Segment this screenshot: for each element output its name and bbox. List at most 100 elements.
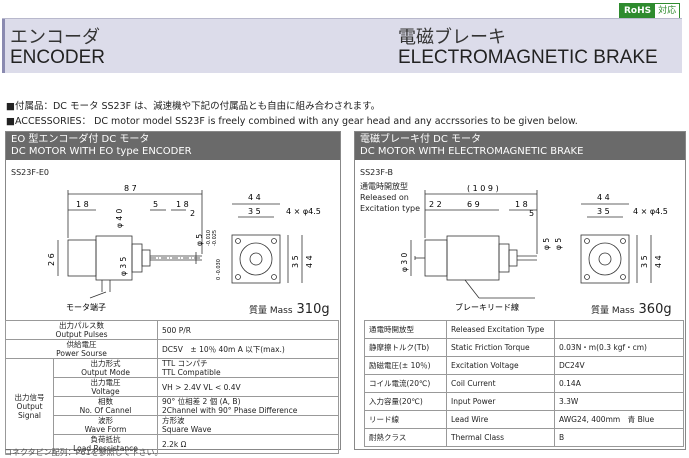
- release-type-en1: Released on: [360, 193, 409, 202]
- spec-label: 出力形式 Output Mode: [53, 358, 158, 378]
- dim-phi5: φ 5: [195, 234, 204, 246]
- dim-holes: 4 × φ4.5: [286, 207, 321, 216]
- spec-label-en: Thermal Class: [446, 428, 555, 447]
- brake-mass-value: 360g: [638, 302, 672, 317]
- spec-value: 0.14A: [554, 374, 684, 393]
- release-type-en2: Excitation type: [360, 204, 421, 213]
- rohs-badge: RoHS 対応: [619, 3, 681, 19]
- spec-value: B: [554, 428, 684, 447]
- dim-tol3: 0 -0.030: [216, 259, 222, 280]
- motor-flange-front: [231, 234, 281, 284]
- dim-109: ( 1 0 9 ): [467, 184, 499, 193]
- brake-mass-label: 質量 Mass: [591, 306, 635, 316]
- signal-group-label: 出力信号 Output Signal: [5, 358, 54, 454]
- accessories-note-en: ■ACCESSORIES： DC motor model SS23F is fr…: [6, 116, 578, 127]
- spec-label-jp: 出力パルス数: [59, 321, 104, 330]
- dim-phi35: φ 3 5: [119, 257, 128, 276]
- brake-panel-title: 電磁ブレーキ付 DC モータ DC MOTOR WITH ELECTROMAGN…: [355, 132, 685, 160]
- spec-label-jp: 相数: [98, 397, 113, 406]
- signal-group-en1: Output: [16, 401, 43, 411]
- spec-label-en: No. Of Cannel: [79, 406, 132, 415]
- dim-r44: 4 4: [654, 255, 663, 268]
- dim-35: 3 5: [597, 207, 610, 216]
- brake-body: [424, 239, 448, 277]
- motor-terminal-label: モータ端子: [66, 302, 106, 312]
- spec-label: 供給電圧 Power Sourse: [5, 339, 158, 359]
- table-row: 出力パルス数 Output Pulses 500 P/R: [5, 320, 339, 340]
- spec-label-jp: コイル電流(20℃): [364, 374, 447, 393]
- spec-value: VH > 2.4V VL < 0.4V: [157, 377, 339, 397]
- spec-label-en: Output Mode: [81, 368, 130, 377]
- encoder-body: [67, 239, 97, 277]
- brake-panel-title-jp: 電磁ブレーキ付 DC モータ: [360, 134, 482, 145]
- release-type-jp: 通電時開放型: [360, 182, 408, 191]
- section-header: エンコーダ ENCODER 電磁ブレーキ ELECTROMAGNETIC BRA…: [2, 18, 682, 73]
- spec-label-jp: 波形: [98, 416, 113, 425]
- spec-value: [554, 320, 684, 339]
- encoder-spec-table: 出力パルス数 Output Pulses 500 P/R 供給電圧 Power …: [5, 320, 339, 454]
- spec-value: 500 P/R: [157, 320, 339, 340]
- dim-phi5: φ 5: [542, 238, 551, 250]
- table-row: 出力電圧 Voltage VH > 2.4V VL < 0.4V: [6, 377, 339, 397]
- table-row: 出力信号 Output Signal 出力形式 Output Mode TTL …: [5, 358, 339, 454]
- spec-label-en: Static Friction Torque: [446, 338, 555, 357]
- dim-phi30: φ 3 0: [400, 253, 409, 272]
- brake-title-en: ELECTROMAGNETIC BRAKE: [398, 47, 658, 68]
- brake-title-jp: 電磁ブレーキ: [398, 27, 506, 48]
- brake-lead-wire-label: ブレーキリード線: [455, 302, 519, 312]
- signal-group-jp: 出力信号: [14, 392, 45, 402]
- spec-value: 3.3W: [554, 392, 684, 411]
- spec-label-jp: 耐熱クラス: [364, 428, 447, 447]
- dim-5: 5: [529, 209, 534, 218]
- spec-label-jp: 出力電圧: [90, 378, 121, 387]
- spec-label-jp: 出力形式: [90, 359, 121, 368]
- spec-label-jp: 負荷抵抗: [90, 435, 121, 444]
- spec-label: 出力パルス数 Output Pulses: [5, 320, 158, 340]
- brake-motor-drawing: ( 1 0 9 ) 2 2 6 9 1 8 5 φ 3 0 φ 5 φ 5 4 …: [400, 184, 668, 312]
- spec-label-en: Power Sourse: [56, 349, 107, 358]
- dim-26: 2 6: [47, 253, 56, 266]
- spec-label: 波形 Wave Form: [53, 415, 158, 435]
- table-row: 相数 No. Of Cannel 90° 位相差 2 個 (A, B)2Chan…: [6, 396, 339, 416]
- encoder-panel-title-jp: EO 型エンコーダ付 DC モータ: [11, 134, 150, 145]
- spec-value-line1: TTL コンパチ: [162, 359, 208, 368]
- spec-label-en: Wave Form: [84, 425, 127, 434]
- spec-value-line1: 方形波: [162, 416, 185, 425]
- encoder-motor-drawing: 8 7 1 8 5 1 8 2 φ 4 0 φ 3 5 φ 5 -0.010 -…: [47, 184, 321, 312]
- spec-label-en: Voltage: [91, 387, 120, 396]
- dim-phi5b: φ 5: [554, 238, 563, 250]
- spec-value-line2: TTL Compatible: [162, 368, 221, 377]
- spec-label: 相数 No. Of Cannel: [53, 396, 158, 416]
- spec-label-jp: 励磁電圧(± 10％): [364, 356, 447, 375]
- dim-35: 3 5: [248, 207, 261, 216]
- spec-label-en: Lead Wire: [446, 410, 555, 429]
- rohs-compliant-label: 対応: [655, 4, 680, 18]
- dim-69: 6 9: [467, 200, 480, 209]
- spec-value: DC24V: [554, 356, 684, 375]
- spec-label-en: Output Pulses: [55, 330, 108, 339]
- spec-value-line1: 90° 位相差 2 個 (A, B): [162, 397, 241, 406]
- dim-tol1: -0.010: [206, 230, 212, 246]
- dim-r35: 3 5: [640, 255, 649, 268]
- brake-motor-panel: 電磁ブレーキ付 DC モータ DC MOTOR WITH ELECTROMAGN…: [354, 131, 686, 450]
- spec-label-en: Input Power: [446, 392, 555, 411]
- brake-model-number: SS23F-B: [360, 168, 394, 177]
- table-row: 供給電圧 Power Sourse DC5V ± 10％ 40m A 以下(ma…: [5, 339, 339, 359]
- encoder-mass-value: 310g: [296, 302, 330, 317]
- spec-value: DC5V ± 10％ 40m A 以下(max.): [157, 339, 339, 359]
- spec-value-line2: 2Channel with 90° Phase Difference: [162, 406, 298, 415]
- spec-label-en: Load Ressistance: [73, 444, 138, 453]
- signal-group-en2: Signal: [17, 410, 42, 420]
- dim-r35: 3 5: [291, 255, 300, 268]
